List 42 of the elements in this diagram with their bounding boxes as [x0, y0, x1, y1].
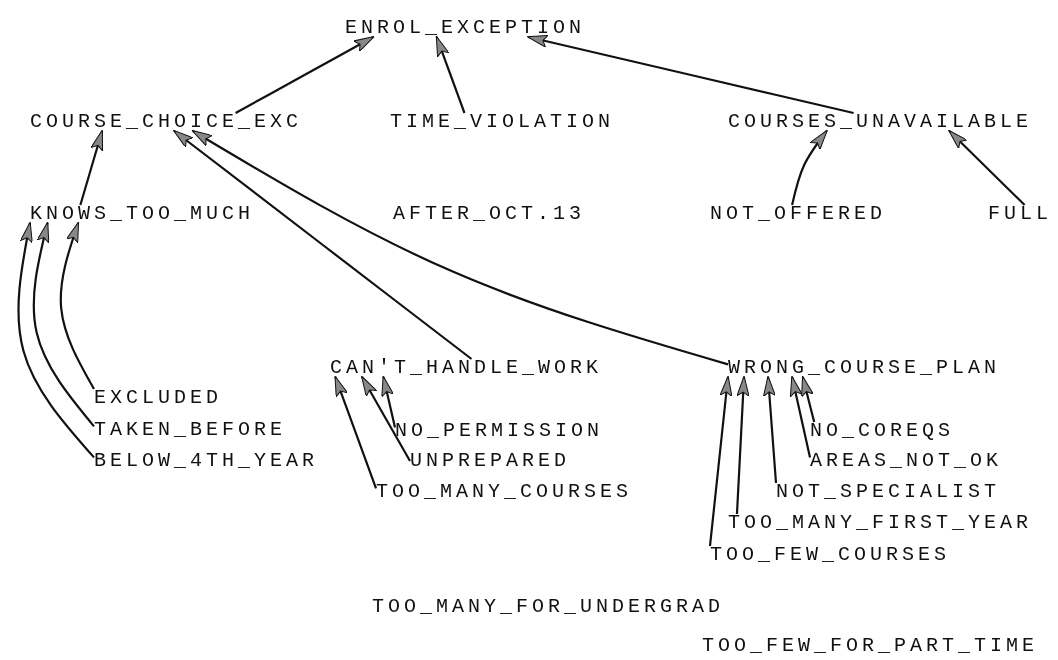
arrow [381, 375, 397, 428]
arrow [59, 221, 95, 390]
orphan-label: TOO_FEW_FOR_PART_TIME [702, 635, 1039, 657]
node-label: AREAS_NOT_OK [810, 450, 1003, 472]
arrow [79, 129, 104, 206]
node-label: NOT_OFFERED [710, 203, 887, 225]
node-label: TOO_MANY_FIRST_YEAR [728, 512, 1033, 534]
arrow [763, 375, 778, 484]
node-label: NO_COREQS [810, 420, 955, 442]
node-label: NOT_SPECIALIST [776, 481, 1001, 503]
arrow [735, 375, 750, 515]
node-label: CAN'T_HANDLE_WORK [330, 357, 603, 379]
arrow [801, 375, 816, 423]
arrow [361, 375, 411, 462]
arrow [334, 375, 378, 489]
node-label: TAKEN_BEFORE [94, 419, 287, 441]
node-label: BELOW_4TH_YEAR [94, 450, 319, 472]
node-label: NO_PERMISSION [395, 420, 604, 442]
arrow [791, 129, 828, 206]
arrow [708, 375, 733, 547]
arrow [32, 221, 95, 428]
node-label: ENROL_EXCEPTION [345, 17, 586, 39]
arrow [789, 375, 812, 458]
node-label: TOO_MANY_COURSES [376, 481, 633, 503]
arrow [191, 130, 729, 366]
orphan-label: TOO_MANY_FOR_UNDERGRAD [372, 596, 725, 618]
node-label: EXCLUDED [94, 387, 222, 409]
node-label: TOO_FEW_COURSES [710, 544, 951, 566]
orphan-label: AFTER_OCT.13 [393, 203, 586, 225]
arrow [235, 36, 375, 114]
arrow [435, 35, 466, 114]
node-label: KNOWS_TOO_MUCH [30, 203, 255, 225]
node-label: FULL [988, 203, 1052, 225]
arrow [172, 129, 473, 360]
node-label: COURSES_UNAVAILABLE [728, 111, 1033, 133]
arrow [526, 35, 854, 115]
node-label: WRONG_COURSE_PLAN [728, 357, 1001, 379]
node-label: TIME_VIOLATION [390, 111, 615, 133]
node-label: COURSE_CHOICE_EXC [30, 111, 303, 133]
arrow [948, 129, 1026, 206]
node-label: UNPREPARED [410, 450, 571, 472]
arrow [17, 221, 95, 459]
